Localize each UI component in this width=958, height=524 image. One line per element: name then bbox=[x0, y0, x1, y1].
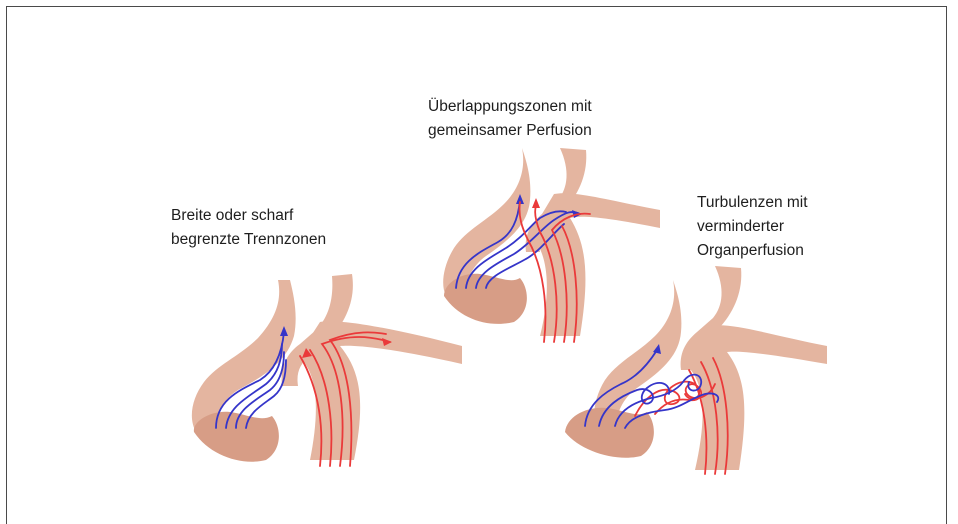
label-line: Organperfusion bbox=[697, 239, 808, 263]
label-line: verminderter bbox=[697, 215, 808, 239]
aorta-diagram-separation bbox=[170, 260, 470, 470]
aorta-diagram-turbulence bbox=[565, 266, 835, 476]
label-turbulence: Turbulenzen mit verminderter Organperfus… bbox=[697, 191, 808, 263]
label-line: Turbulenzen mit bbox=[697, 191, 808, 215]
label-separation-zones: Breite oder scharf begrenzte Trennzonen bbox=[171, 204, 326, 252]
vessel-anatomy bbox=[565, 266, 827, 470]
label-line: begrenzte Trennzonen bbox=[171, 228, 326, 252]
label-line: gemeinsamer Perfusion bbox=[428, 119, 592, 143]
vessel-anatomy bbox=[192, 274, 462, 462]
label-overlap-zones: Überlappungszonen mit gemeinsamer Perfus… bbox=[428, 95, 592, 143]
label-line: Breite oder scharf bbox=[171, 204, 326, 228]
label-line: Überlappungszonen mit bbox=[428, 95, 592, 119]
